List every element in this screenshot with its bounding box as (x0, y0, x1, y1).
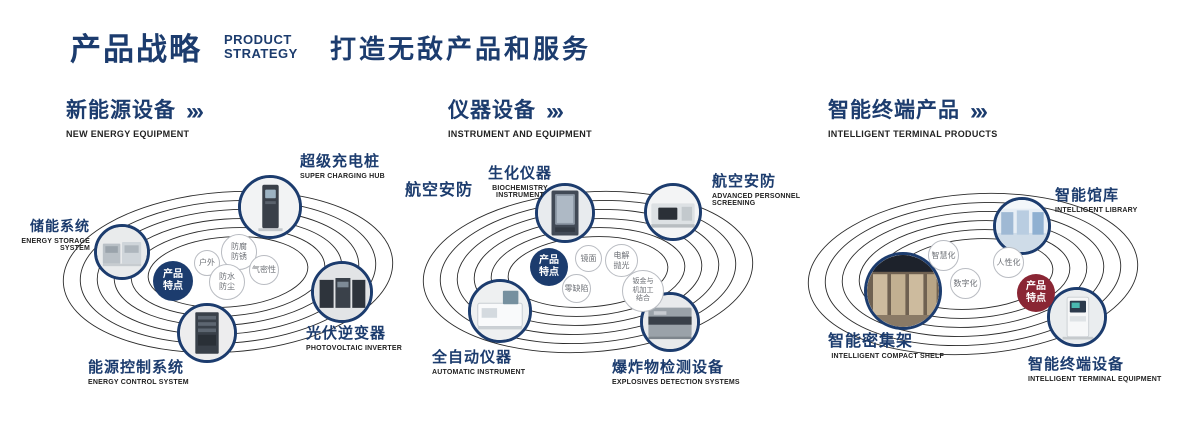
super-charging-hub-image (241, 178, 299, 236)
node-intelligent-library (993, 197, 1051, 255)
section-header-intelligent: 智能终端产品 ››› INTELLIGENT TERMINAL PRODUCTS (828, 94, 998, 139)
page-title-en-line1: PRODUCT (224, 32, 292, 47)
energy-storage-image (97, 227, 147, 277)
tag-sheetmetal-machining: 钣金与机加工结合 (622, 270, 664, 312)
triple-arrow-icon: ››› (186, 98, 204, 125)
tag-humanized: 人性化 (993, 247, 1024, 278)
energy-storage-label: 储能系统 ENERGY STORAGE SYSTEM (21, 218, 90, 252)
tag-waterproof-dustproof: 防水防尘 (209, 264, 245, 300)
section-header-new-energy: 新能源设备 ››› NEW ENERGY EQUIPMENT (66, 94, 204, 139)
features-badge-label: 产品特点 (163, 268, 183, 293)
super-charging-hub-label: 超级充电桩 SUPER CHARGING HUB (300, 153, 385, 180)
section-subtitle-instrument: INSTRUMENT AND EQUIPMENT (448, 129, 592, 139)
features-badge-instrument: 产品特点 (530, 248, 568, 286)
explosives-detection-label: 爆炸物检测设备 EXPLOSIVES DETECTION SYSTEMS (612, 359, 740, 386)
node-automatic-instrument (468, 279, 532, 343)
tag-digitized: 数字化 (950, 268, 981, 299)
intelligent-library-image (996, 200, 1048, 252)
intelligent-library-label: 智能馆库 INTELLIGENT LIBRARY (1055, 187, 1138, 214)
energy-control-system-label: 能源控制系统 ENERGY CONTROL SYSTEM (88, 359, 189, 386)
section-subtitle-intelligent: INTELLIGENT TERMINAL PRODUCTS (828, 129, 998, 139)
biochemistry-instrument-label: 生化仪器 BIOCHEMISTRY INSTRUMENT (487, 165, 552, 199)
tag-mirror-finish: 镜面 (575, 245, 602, 272)
section-title-new-energy: 新能源设备 (66, 99, 176, 122)
features-badge-new-energy: 产品特点 (153, 261, 193, 301)
node-intelligent-compact-shelf (864, 252, 942, 330)
photovoltaic-inverter-image (314, 264, 370, 320)
photovoltaic-inverter-label: 光伏逆变器 PHOTOVOLTAIC INVERTER (306, 325, 402, 352)
automatic-instrument-image (471, 282, 529, 340)
node-super-charging-hub (238, 175, 302, 239)
biochemistry-instrument-image (538, 186, 592, 240)
features-badge-label: 产品特点 (1026, 280, 1046, 305)
intelligent-terminal-image (1050, 290, 1104, 344)
intelligent-compact-shelf-image (867, 255, 939, 327)
tag-airtightness: 气密性 (249, 255, 279, 285)
aviation-security-label-left: 航空安防 (405, 182, 474, 199)
node-intelligent-terminal (1047, 287, 1107, 347)
tag-smart: 智慧化 (928, 240, 959, 271)
page-title-en: PRODUCT STRATEGY (224, 33, 298, 60)
tag-zero-defect: 零缺陷 (562, 274, 591, 303)
section-header-instrument: 仪器设备 ››› INSTRUMENT AND EQUIPMENT (448, 94, 592, 139)
features-badge-intelligent: 产品特点 (1017, 274, 1055, 312)
section-title-intelligent: 智能终端产品 (828, 99, 960, 122)
section-title-instrument: 仪器设备 (448, 99, 536, 122)
node-energy-storage (94, 224, 150, 280)
triple-arrow-icon: ››› (546, 98, 564, 125)
automatic-instrument-label: 全自动仪器 AUTOMATIC INSTRUMENT (432, 349, 526, 376)
page-title-en-line2: STRATEGY (224, 45, 298, 61)
energy-control-system-image (180, 306, 234, 360)
features-badge-label: 产品特点 (539, 254, 559, 279)
page-title: 产品战略 (70, 32, 202, 67)
personnel-screening-label: 航空安防 ADVANCED PERSONNEL SCREENING (712, 173, 801, 207)
personnel-screening-image (647, 186, 699, 238)
node-personnel-screening (644, 183, 702, 241)
section-subtitle-new-energy: NEW ENERGY EQUIPMENT (66, 129, 190, 139)
intelligent-compact-shelf-label: 智能密集架 INTELLIGENT COMPACT SHELF (828, 333, 944, 360)
tagline: 打造无敌产品和服务 (330, 34, 592, 64)
node-photovoltaic-inverter (311, 261, 373, 323)
tag-outdoor: 户外 (194, 250, 220, 276)
triple-arrow-icon: ››› (970, 98, 988, 125)
node-energy-control-system (177, 303, 237, 363)
intelligent-terminal-label: 智能终端设备 INTELLIGENT TERMINAL EQUIPMENT (1028, 356, 1162, 383)
node-biochemistry-instrument (535, 183, 595, 243)
